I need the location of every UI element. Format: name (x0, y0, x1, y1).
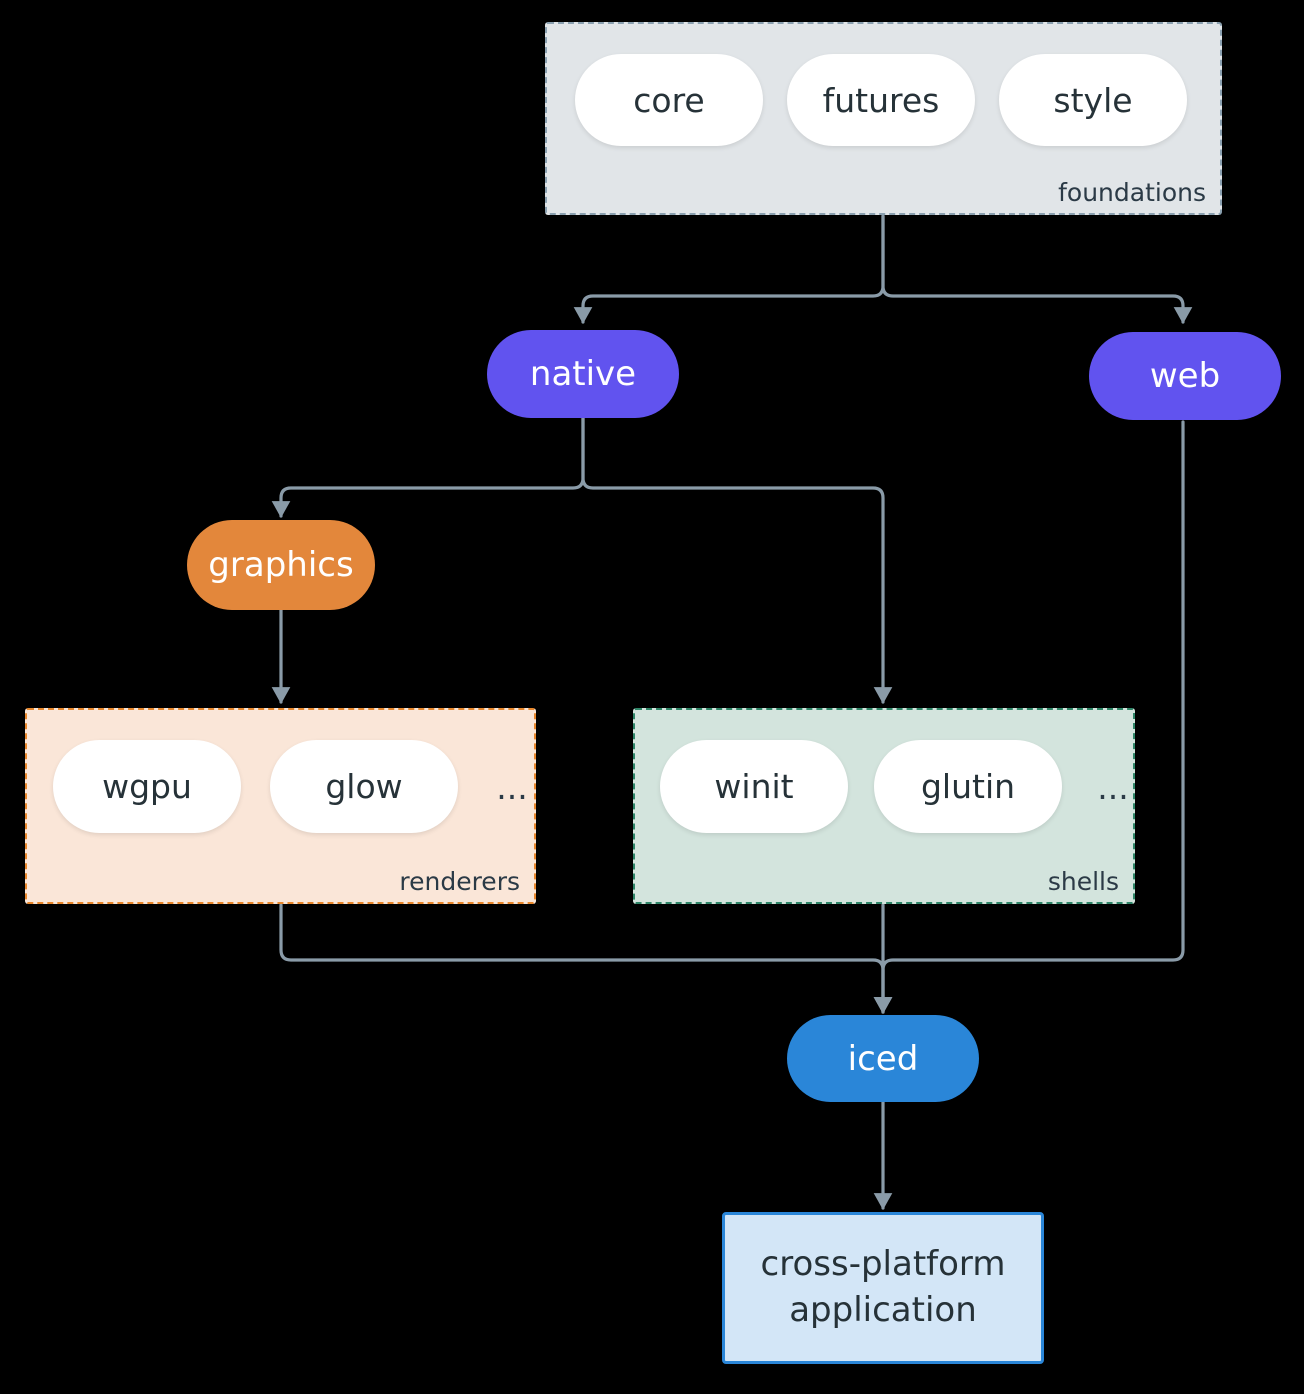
renderers-more-indicator: ... (482, 770, 542, 804)
edge-foundations-web (881, 214, 1193, 324)
chip-style[interactable]: style (999, 54, 1187, 146)
group-renderers: wgpu glow ... renderers (25, 708, 536, 904)
node-iced-label: iced (847, 1038, 919, 1079)
application-line-2: application (789, 1290, 977, 1330)
edge-native-graphics (271, 416, 585, 518)
application-line-1: cross-platform (760, 1244, 1006, 1285)
chip-winit[interactable]: winit (660, 740, 848, 833)
edge-renderers-iced (279, 903, 893, 1014)
group-shells: winit glutin ... shells (633, 708, 1135, 904)
shells-more-label: ... (1097, 767, 1129, 807)
chip-futures[interactable]: futures (787, 54, 975, 146)
group-label-renderers: renderers (399, 867, 520, 896)
group-label-shells: shells (1047, 867, 1119, 896)
chip-core-label: core (633, 80, 705, 120)
chip-glutin[interactable]: glutin (874, 740, 1062, 833)
chip-glow[interactable]: glow (270, 740, 458, 833)
group-foundations: core futures style foundations (545, 22, 1222, 215)
node-web[interactable]: web (1089, 332, 1281, 420)
node-iced[interactable]: iced (787, 1015, 979, 1102)
chip-glow-label: glow (325, 767, 403, 806)
chip-style-label: style (1053, 80, 1133, 120)
node-native-label: native (529, 354, 637, 394)
node-native[interactable]: native (487, 330, 679, 418)
chip-futures-label: futures (822, 80, 940, 120)
chip-wgpu[interactable]: wgpu (53, 740, 241, 833)
chip-glutin-label: glutin (920, 767, 1016, 806)
renderers-more-label: ... (496, 767, 528, 807)
node-application[interactable]: cross-platform application (722, 1212, 1044, 1364)
group-label-foundations: foundations (1058, 178, 1206, 207)
chip-core[interactable]: core (575, 54, 763, 146)
edge-foundations-native (573, 214, 885, 324)
node-graphics[interactable]: graphics (187, 520, 375, 610)
chip-winit-label: winit (714, 767, 794, 806)
node-graphics-label: graphics (208, 545, 354, 585)
shells-more-indicator: ... (1083, 770, 1143, 804)
chip-wgpu-label: wgpu (102, 767, 192, 806)
edge-native-shells (581, 416, 893, 704)
node-web-label: web (1149, 356, 1221, 396)
edge-web-iced (873, 420, 1185, 1014)
